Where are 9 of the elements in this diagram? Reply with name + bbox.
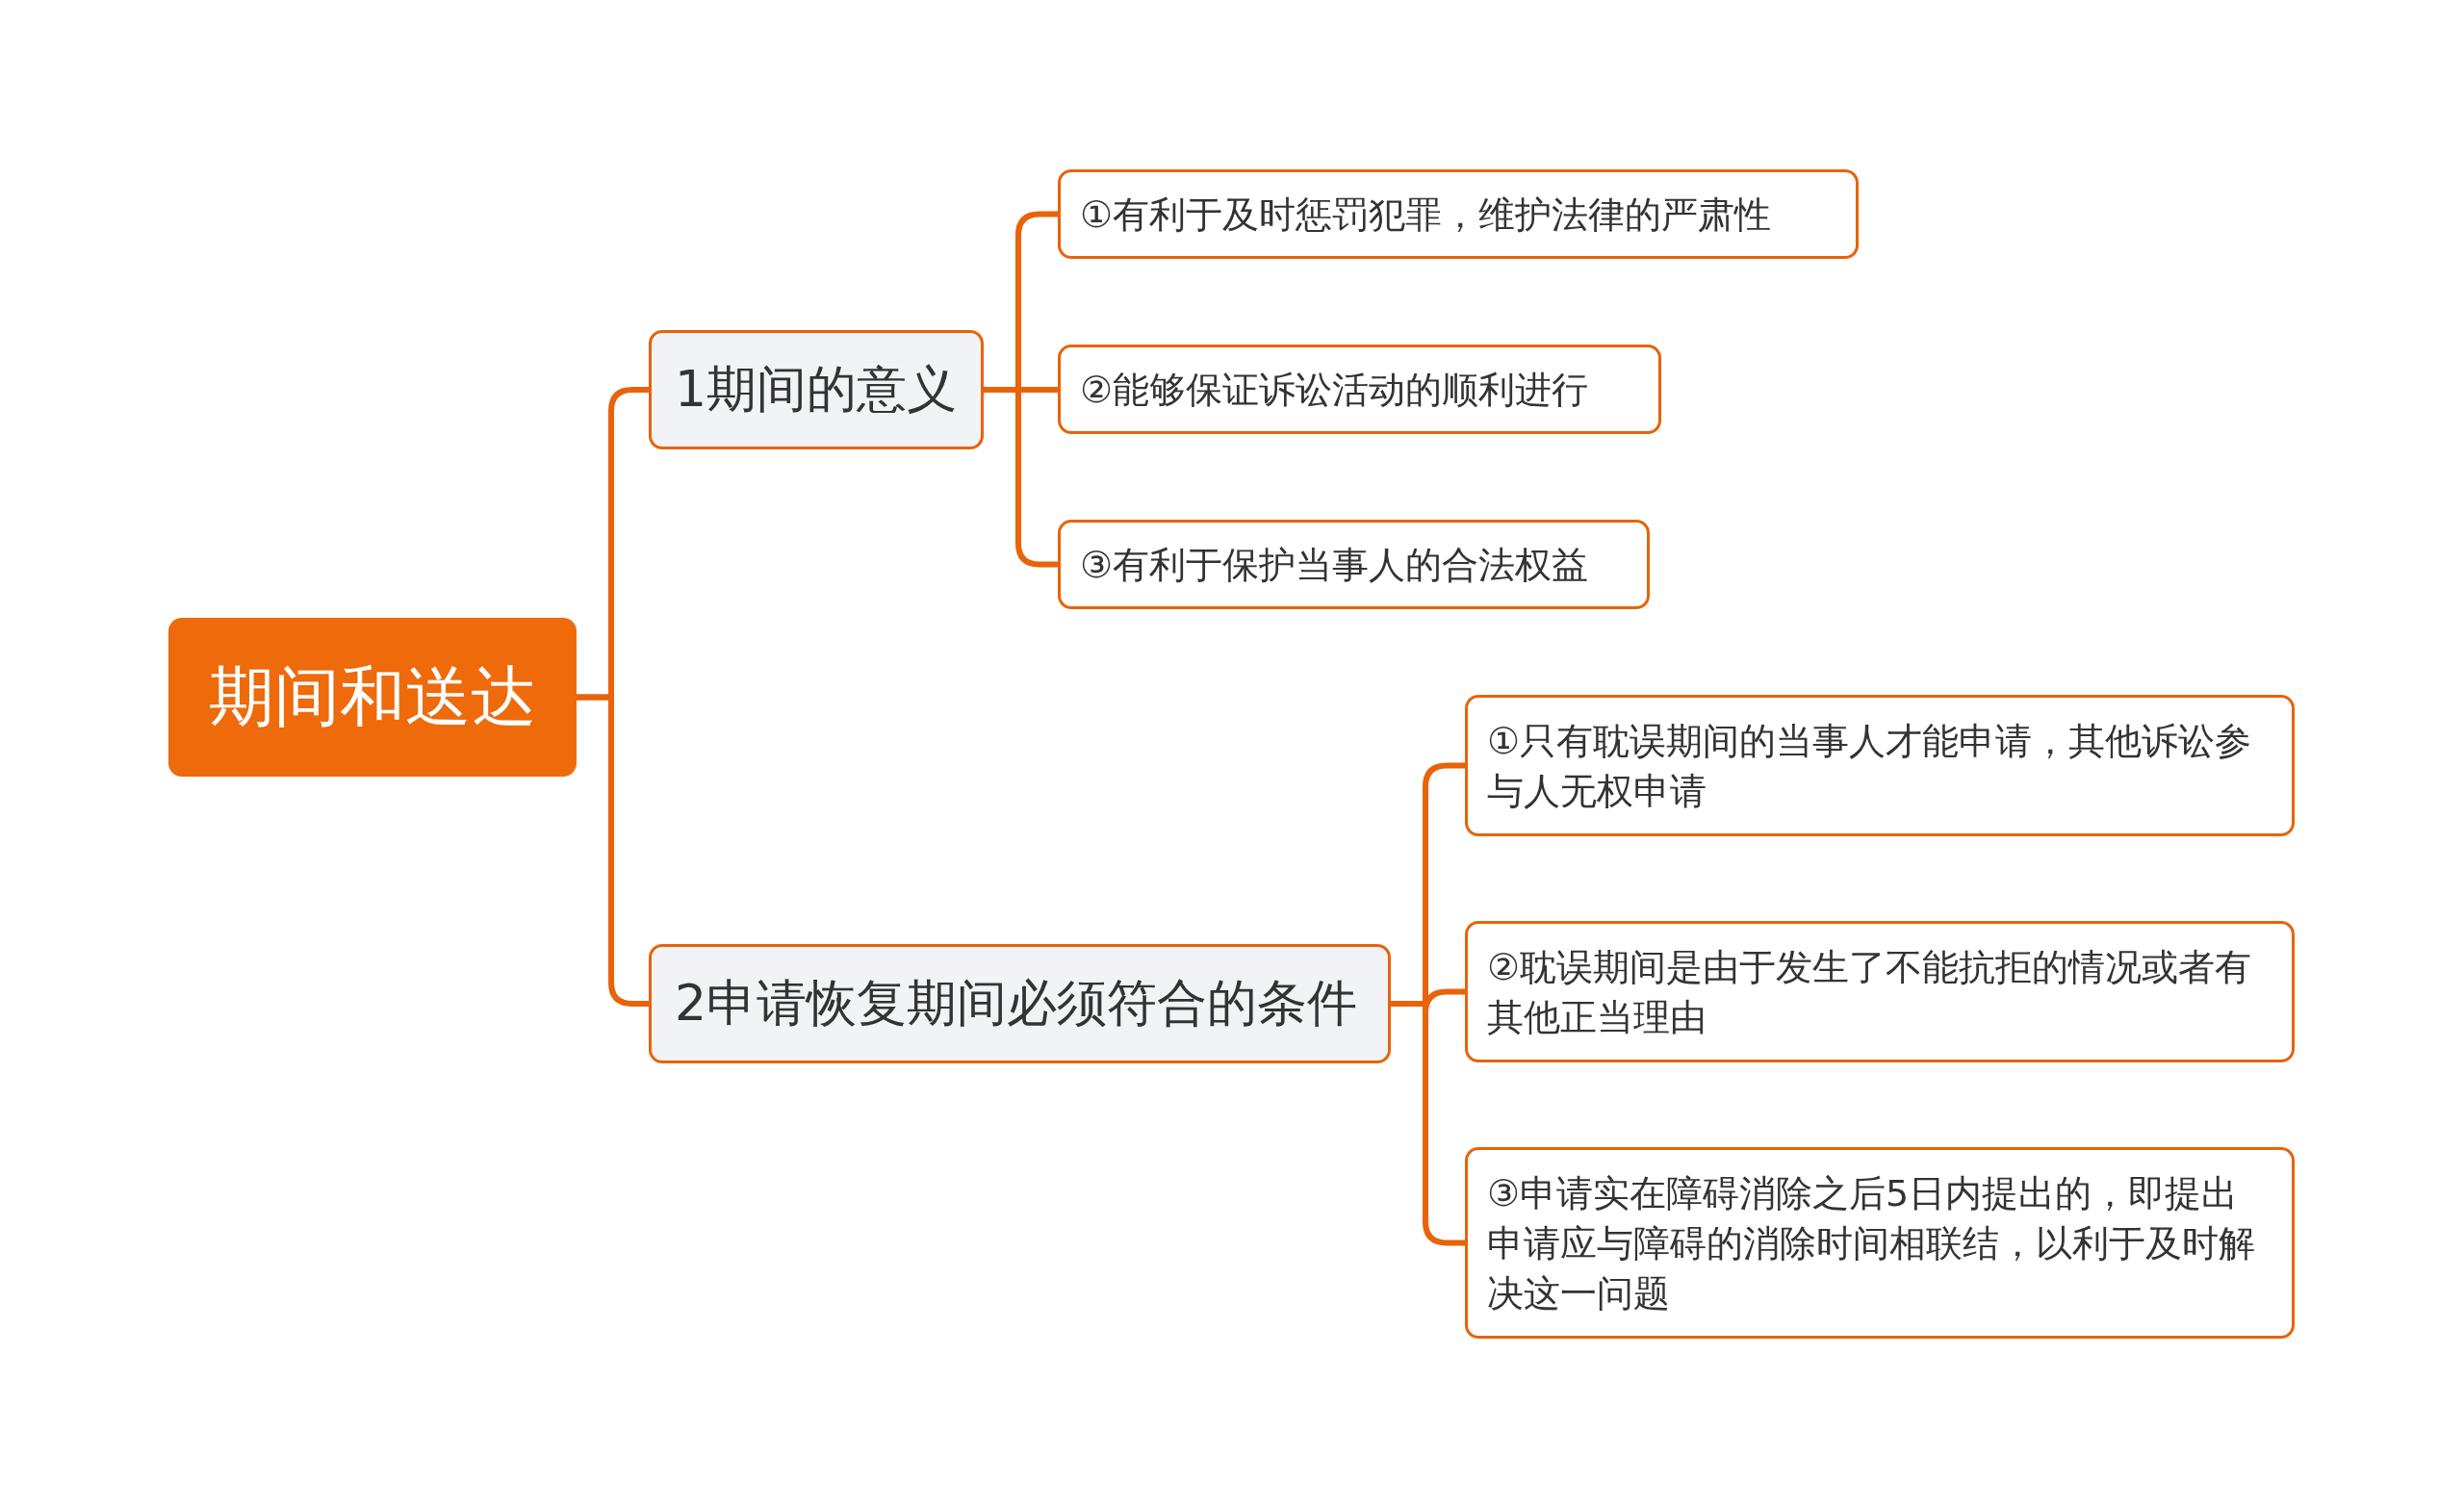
subtopic-box: ③有利于保护当事人的合法权益 — [1058, 520, 1650, 609]
subtopic-box: ②能够保证诉讼活动的顺利进行 — [1058, 345, 1661, 434]
subtopic-box: ②耽误期间是由于发生了不能抗拒的情况或者有其他正当理由 — [1465, 921, 2295, 1062]
topic-box: 1期间的意义 — [649, 330, 984, 449]
subtopic-box: ①有利于及时惩罚犯罪，维护法律的严肃性 — [1058, 169, 1859, 259]
topic-box: 2申请恢复期间必须符合的条件 — [649, 944, 1391, 1063]
central-topic-box: 期间和送达 — [168, 618, 577, 777]
subtopic-box: ③申请实在障碍消除之后5日内提出的，即提出申请应与障碍的消除时间相联结，以利于及时解决这一问题 — [1465, 1147, 2295, 1339]
subtopic-box: ①只有耽误期间的当事人才能申请，其他诉讼参与人无权申请 — [1465, 695, 2295, 836]
